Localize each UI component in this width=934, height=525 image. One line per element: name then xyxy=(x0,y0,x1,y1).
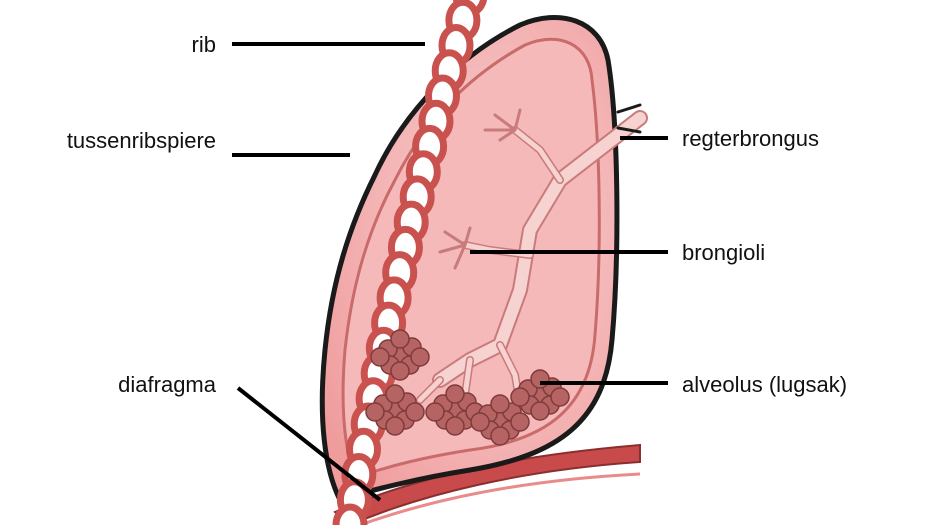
label-alveolus: alveolus (lugsak) xyxy=(682,372,847,397)
leader-diaphragm xyxy=(236,386,382,502)
alveolus-cluster xyxy=(470,394,530,446)
alveoli-clusters xyxy=(365,329,570,446)
alveolus-cluster xyxy=(370,329,430,381)
leader-lines xyxy=(232,42,668,502)
labels: rib tussenribspiere diafragma regterbron… xyxy=(67,32,847,397)
diaphragm-shape xyxy=(333,443,641,525)
label-bronchioles: brongioli xyxy=(682,240,765,265)
label-diaphragm: diafragma xyxy=(118,372,217,397)
label-rib: rib xyxy=(192,32,216,57)
label-intercostal: tussenribspiere xyxy=(67,128,216,153)
alveolus-cluster xyxy=(365,384,425,436)
label-right-bronchus: regterbrongus xyxy=(682,126,819,151)
rib-segment xyxy=(332,503,368,525)
